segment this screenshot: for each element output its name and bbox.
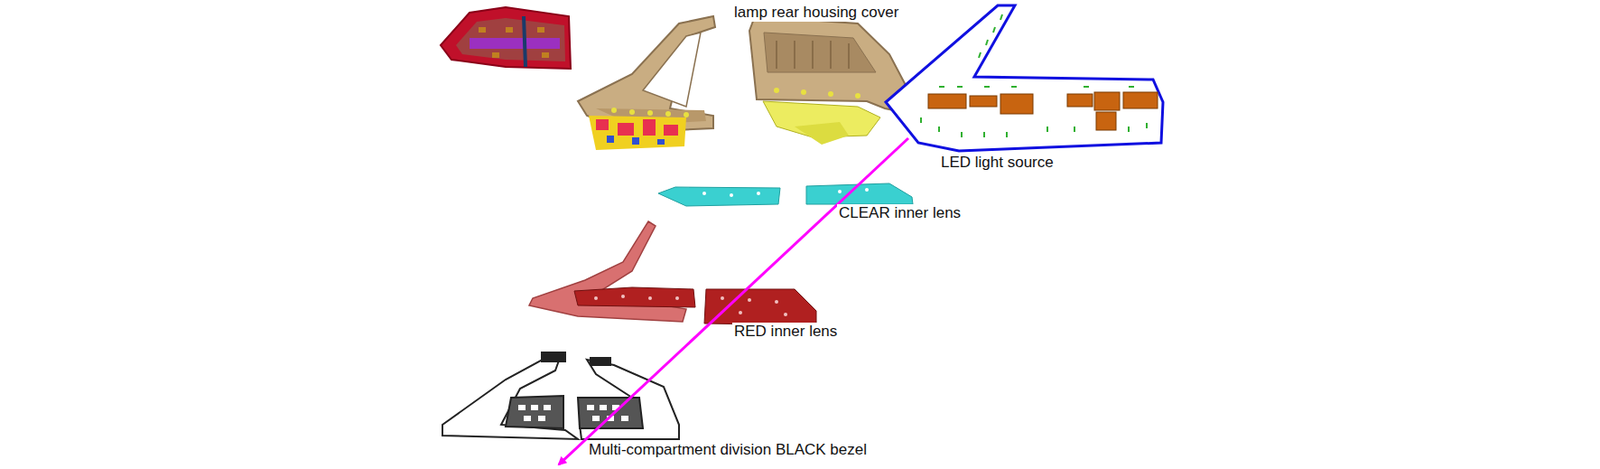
part-label: CLEAR inner lens — [837, 204, 963, 223]
red-lens — [529, 221, 817, 326]
part-label: Multi-compartment division BLACK bezel — [586, 440, 869, 459]
part-label: lamp rear housing cover — [732, 3, 901, 22]
led-callout — [885, 5, 1163, 151]
light-direction-arrow — [558, 138, 909, 465]
black-bezel — [442, 352, 680, 439]
part-label: LED light source — [939, 153, 1056, 172]
lamp-thumbnail — [440, 7, 571, 69]
housing-cover — [577, 16, 909, 150]
part-label: RED inner lens — [732, 322, 839, 341]
clear-lens — [658, 183, 913, 206]
